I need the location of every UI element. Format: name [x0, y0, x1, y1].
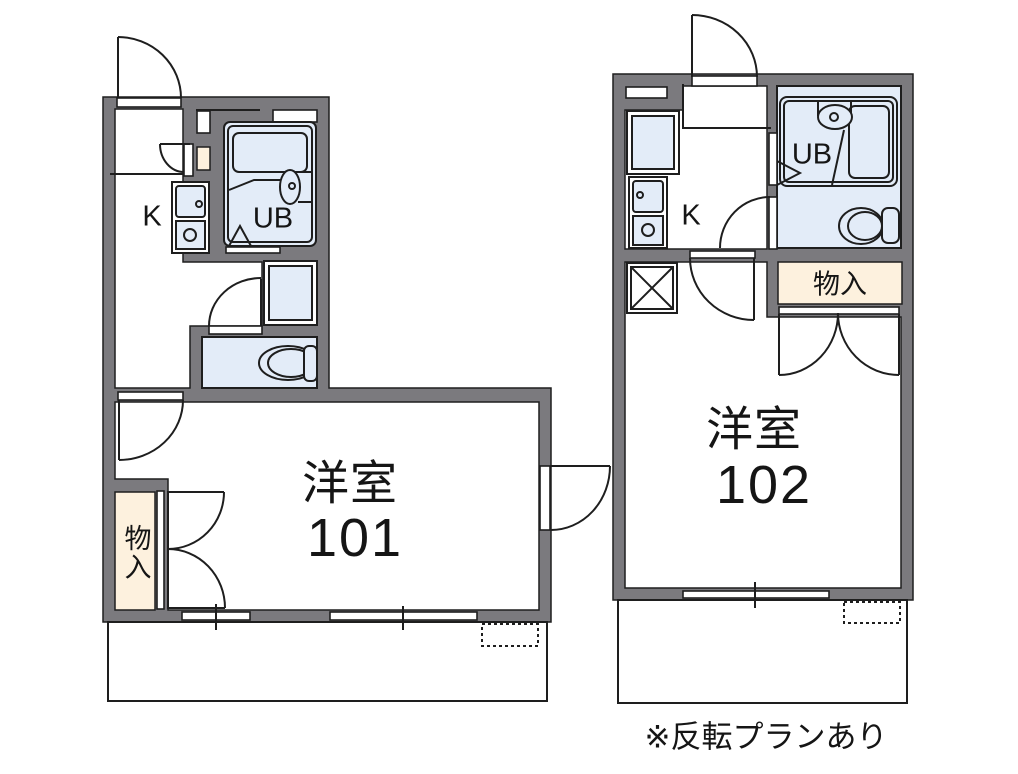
burner-icon — [641, 223, 655, 237]
bath-door-threshold — [225, 246, 281, 254]
toilet-door-swing-102 — [719, 196, 771, 249]
washer-space-icon — [268, 265, 313, 321]
washbasin-drain — [288, 182, 296, 190]
kitchen-label-101: K — [142, 200, 162, 233]
storage-label-102: 物入 — [813, 269, 867, 301]
bath-entry-triangle-icon — [227, 223, 253, 247]
pipe-space-inner — [630, 266, 674, 310]
room-number-102: 102 — [715, 455, 813, 515]
outdoor-unit-space-102 — [843, 601, 901, 624]
kitchen-unit-101 — [171, 181, 210, 254]
room-type-label-102: 洋室 — [706, 402, 802, 458]
washbasin-drain — [829, 112, 839, 122]
room-door-frame-101 — [117, 391, 184, 401]
bath-sliding-door — [768, 132, 778, 186]
bath-unit-inner — [783, 100, 894, 183]
unit-102-main-room-floor — [624, 261, 902, 589]
stove-icon — [632, 215, 664, 246]
closet-door-swing-right — [837, 312, 900, 376]
reversed-plan-note: ※反転プランあり — [644, 719, 888, 756]
entrance-door-swing-101 — [117, 36, 182, 99]
toilet-tank — [303, 345, 318, 382]
kitchen-label-102: K — [681, 199, 701, 232]
outdoor-unit-space-101 — [481, 623, 539, 647]
toilet-icon — [838, 207, 884, 245]
room-type-label-101: 洋室 — [302, 456, 398, 512]
room-door-swing-102 — [689, 257, 755, 321]
unit-102 — [612, 14, 914, 704]
toilet-door-frame-102 — [768, 196, 778, 250]
faucet-icon — [636, 191, 644, 199]
bath-label-101: UB — [252, 202, 294, 235]
closet-door-rail — [156, 490, 165, 610]
balcony-102 — [617, 599, 908, 704]
room-door-frame-102 — [689, 250, 756, 259]
pipe-space-cross-icon — [630, 266, 674, 310]
entrance-door-swing-102 — [691, 14, 758, 78]
toilet-door-swing — [208, 277, 262, 327]
closet-door-swing-bottom — [167, 548, 226, 609]
unit-bath-101 — [223, 121, 317, 254]
storage-label-101: 物入 — [119, 524, 151, 582]
burner-icon — [183, 228, 197, 242]
closet-door-rail — [778, 306, 900, 315]
storage-closet-102 — [777, 261, 903, 305]
toilet-tank — [881, 207, 900, 244]
kitchen-unit-102 — [628, 176, 668, 249]
bathtub-icon — [848, 105, 890, 179]
closet-door-swing-left — [778, 312, 839, 376]
toilet-door-frame — [208, 325, 263, 335]
small-door-swing — [159, 143, 185, 173]
bathroom-inner-frame — [227, 125, 313, 243]
side-door-swing-101 — [550, 465, 611, 531]
side-door-frame-101 — [539, 465, 551, 531]
bath-divider-line — [831, 129, 845, 186]
sink-icon — [632, 180, 664, 213]
washbasin-counter — [298, 171, 312, 203]
sink-icon — [175, 185, 206, 218]
stove-icon — [175, 220, 206, 250]
closet-door-swing-top — [167, 491, 225, 550]
bathtub-icon — [232, 132, 308, 173]
bath-label-102: UB — [791, 138, 833, 171]
bath-entry-triangle-icon — [776, 160, 803, 186]
faucet-icon — [195, 200, 203, 208]
washbasin-icon — [817, 104, 853, 130]
entry-hall-line — [682, 84, 771, 129]
small-door-frame — [183, 143, 194, 177]
unit-101 — [102, 36, 611, 702]
wall-niche — [625, 86, 668, 99]
room-door-swing-101 — [118, 399, 184, 461]
wall-niche — [272, 109, 318, 123]
unit-bath-102 — [776, 96, 898, 187]
entrance-door-frame-101 — [116, 97, 182, 108]
unit-101-main-room-floor — [114, 401, 540, 611]
entrance-door-frame-102 — [691, 75, 758, 87]
small-storage — [196, 146, 211, 171]
storage-closet-101 — [114, 491, 156, 611]
balcony-101 — [107, 621, 548, 702]
wall-niche — [196, 110, 211, 134]
room-number-101: 101 — [306, 508, 404, 568]
fridge-space-icon — [631, 115, 675, 170]
